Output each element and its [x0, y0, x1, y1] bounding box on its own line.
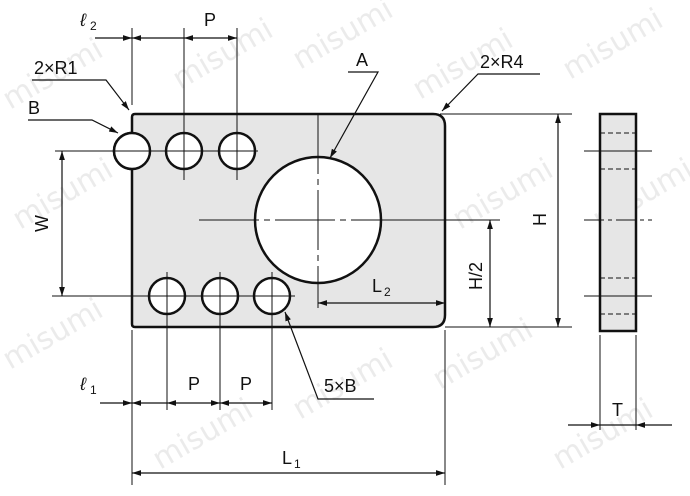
- watermark-text: misumi: [167, 12, 280, 97]
- label-l2-sub: 2: [90, 19, 97, 33]
- label-thickness-t: T: [612, 400, 623, 420]
- extension-lines: [131, 28, 572, 485]
- label-corner-r4: 2×R4: [480, 52, 524, 72]
- label-p-bottom-1: P: [188, 374, 200, 394]
- label-l1-length: L: [282, 448, 292, 468]
- watermark-text: misumi: [427, 312, 540, 397]
- label-l2: ℓ: [79, 10, 87, 30]
- label-l2-length-sub: 2: [384, 285, 391, 299]
- label-holes-5b: 5×B: [324, 376, 357, 396]
- label-p-bottom-2: P: [240, 374, 252, 394]
- plate-side-view: [584, 112, 652, 430]
- label-l2-length: L: [372, 276, 382, 296]
- label-l1: ℓ: [79, 374, 87, 394]
- watermark-text: misumi: [287, 0, 400, 77]
- label-height-h: H: [530, 213, 550, 226]
- label-hole-b: B: [28, 98, 40, 118]
- label-width-w: W: [32, 215, 52, 232]
- label-hole-a: A: [356, 50, 368, 70]
- label-p-top: P: [204, 10, 216, 30]
- dimension-labels: ℓ 2 P 2×R1 A 2×R4 B W H H/2 L 2 ℓ 1 P P …: [28, 10, 623, 471]
- label-corner-r1: 2×R1: [34, 58, 78, 78]
- label-l1-length-sub: 1: [294, 457, 301, 471]
- watermark-text: misumi: [557, 2, 670, 87]
- watermark-text: misumi: [547, 392, 660, 477]
- side-view-outline: [598, 112, 638, 333]
- watermark-text: misumi: [147, 392, 260, 477]
- label-half-height: H/2: [466, 262, 486, 290]
- dimension-lines: [59, 35, 672, 476]
- label-l1-sub: 1: [90, 383, 97, 397]
- watermark-text: misumi: [7, 152, 120, 237]
- watermark-text: misumi: [0, 292, 109, 377]
- leader-lines: [28, 71, 540, 400]
- center-lines: [52, 114, 440, 320]
